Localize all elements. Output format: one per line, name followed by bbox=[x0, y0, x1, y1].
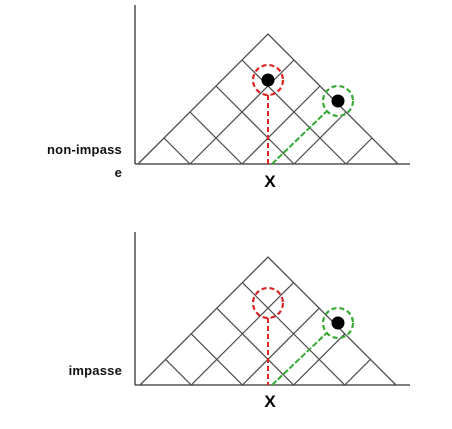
impasse-diagram bbox=[134, 232, 410, 386]
pyramid-outline bbox=[139, 256, 397, 386]
green-state-dot bbox=[331, 316, 345, 330]
grid-line bbox=[215, 85, 295, 165]
grid-line bbox=[241, 59, 347, 165]
non-impasse-panel: non-impass e X bbox=[47, 5, 410, 191]
non-impasse-label-line-1: non-impass bbox=[47, 142, 122, 157]
non-impasse-x-label: X bbox=[264, 172, 276, 191]
green-dashed-line bbox=[271, 332, 328, 386]
impasse-label: impasse bbox=[68, 363, 122, 378]
grid-line bbox=[189, 59, 295, 165]
pyramid-outline bbox=[137, 33, 399, 165]
impasse-panel: impasse X bbox=[0, 214, 452, 429]
red-dashed-circle bbox=[251, 286, 285, 320]
grid-line bbox=[190, 282, 295, 386]
non-impasse-diagram bbox=[134, 5, 410, 165]
grid-line bbox=[241, 307, 320, 386]
green-dashed-circle bbox=[321, 84, 355, 118]
grid-line bbox=[216, 307, 295, 386]
red-dashed-circle bbox=[251, 63, 285, 97]
grid-line bbox=[163, 137, 191, 165]
impasse-x-label: X bbox=[264, 392, 276, 411]
grid-line bbox=[165, 358, 192, 386]
grid-line bbox=[241, 282, 346, 386]
grid-line bbox=[344, 358, 371, 386]
green-state-dot bbox=[331, 94, 345, 108]
grid-line bbox=[241, 85, 321, 165]
non-impasse-label-line-2: e bbox=[114, 165, 122, 180]
red-state-dot bbox=[261, 73, 275, 87]
green-dashed-circle bbox=[321, 306, 355, 340]
grid-line bbox=[345, 137, 373, 165]
green-dashed-line bbox=[271, 110, 328, 165]
